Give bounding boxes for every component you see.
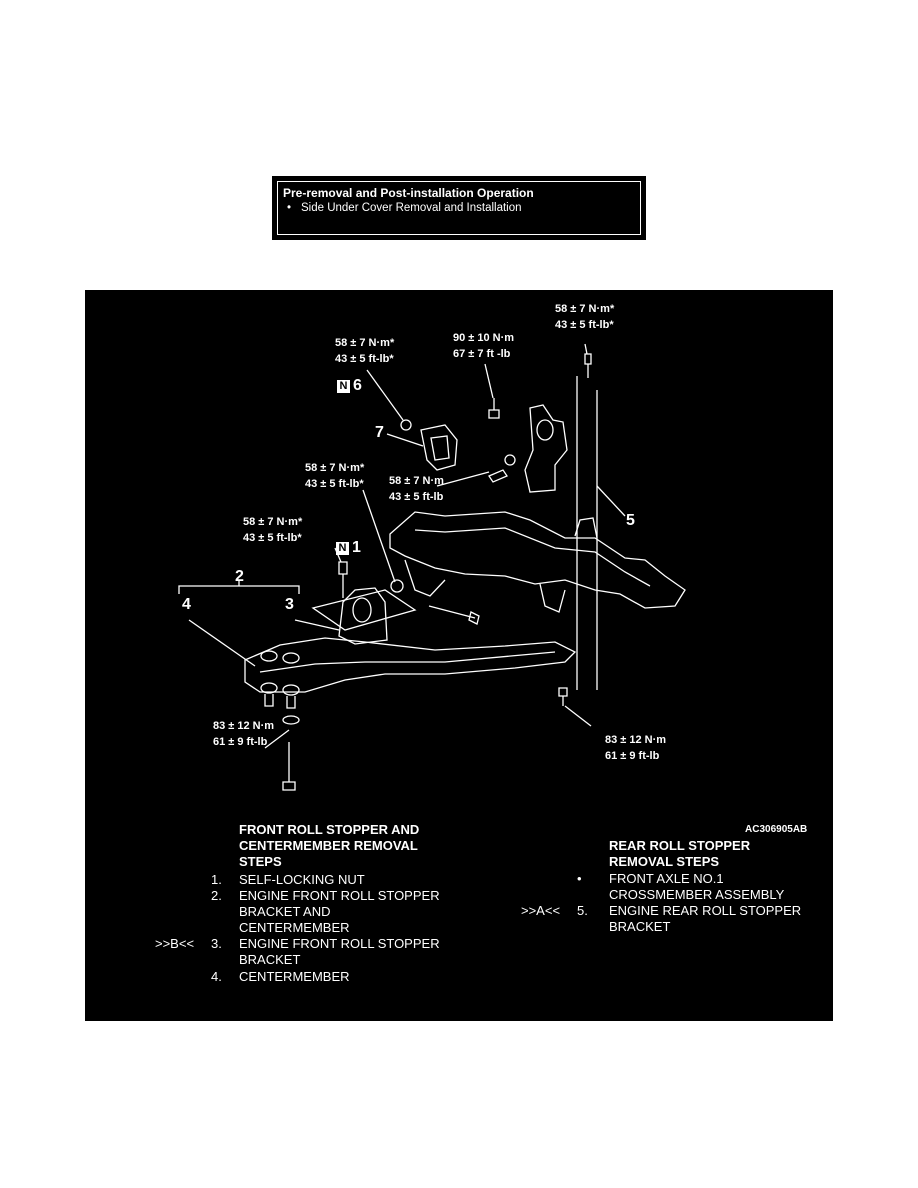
rear-bracket bbox=[524, 404, 568, 493]
leader-3 bbox=[294, 619, 340, 631]
front-long-bolt bbox=[428, 605, 480, 625]
leader-4 bbox=[188, 619, 256, 667]
front-step-1-num: 1. bbox=[211, 872, 222, 887]
rear-step-5-mark: >>A<< bbox=[521, 903, 561, 918]
front-step-1-text: SELF-LOCKING NUT bbox=[239, 872, 365, 887]
leader-t3 bbox=[584, 343, 588, 355]
front-step-3-num: 3. bbox=[211, 936, 222, 951]
bushing-left-top bbox=[260, 650, 278, 662]
n-mark-6: N bbox=[337, 380, 350, 393]
bottom-bolt bbox=[282, 742, 296, 791]
bushing-left-bottom bbox=[260, 682, 278, 707]
figure-code: AC306905AB bbox=[745, 824, 808, 835]
leader-7 bbox=[386, 433, 424, 447]
callout-4: 4 bbox=[182, 596, 191, 613]
rear-bracket-hole bbox=[536, 419, 554, 441]
rear-vertical-axis bbox=[576, 376, 598, 690]
crossmember-rear-mount bbox=[574, 517, 598, 539]
n-mark-1: N bbox=[336, 542, 349, 555]
bolt-90nm bbox=[488, 398, 500, 419]
crossmember-mount-left bbox=[404, 559, 446, 597]
bushing-right-top bbox=[282, 652, 300, 664]
torque-label-6: 58 ± 7 N·m*43 ± 5 ft-lb* bbox=[243, 516, 303, 544]
upper-bracket bbox=[420, 424, 458, 471]
note-border bbox=[277, 181, 641, 235]
washer bbox=[282, 715, 300, 725]
nut-6 bbox=[400, 419, 412, 431]
callout-2: 2 bbox=[235, 568, 244, 585]
group-bracket-2 bbox=[178, 580, 300, 594]
leader-t7 bbox=[264, 729, 290, 749]
callout-6: 6 bbox=[353, 377, 362, 394]
crossmember-mount-right bbox=[539, 583, 566, 613]
nut-1 bbox=[390, 579, 404, 593]
front-bracket bbox=[338, 587, 388, 645]
pre-removal-note-box: Pre-removal and Post-installation Operat… bbox=[272, 176, 646, 240]
centermember bbox=[244, 637, 577, 693]
torque-label-3: 58 ± 7 N·m*43 ± 5 ft-lb* bbox=[555, 303, 615, 331]
exploded-view-drawing bbox=[178, 343, 686, 791]
front-step-2-num: 2. bbox=[211, 888, 222, 903]
bolt-58nm bbox=[488, 469, 508, 483]
front-bracket-plane bbox=[311, 589, 417, 631]
note-item-text: Side Under Cover Removal and Installatio… bbox=[301, 202, 522, 214]
callout-5: 5 bbox=[626, 512, 635, 529]
callout-7: 7 bbox=[375, 424, 384, 441]
bolt-1-top bbox=[338, 561, 348, 598]
crossmember-inner bbox=[414, 527, 651, 587]
front-step-4-num: 4. bbox=[211, 969, 222, 984]
torque-label-4: 58 ± 7 N·m*43 ± 5 ft-lb* bbox=[305, 462, 365, 490]
leader-t1 bbox=[366, 369, 404, 421]
rear-step-5-num: 5. bbox=[577, 903, 588, 918]
front-step-4-text: CENTERMEMBER bbox=[239, 969, 350, 984]
bullet-icon: • bbox=[287, 202, 292, 214]
leader-t5 bbox=[436, 471, 490, 487]
rear-bolt-bottom bbox=[558, 687, 568, 706]
rear-step-bullet: • bbox=[577, 871, 582, 886]
torque-label-1: 58 ± 7 N·m*43 ± 5 ft-lb* bbox=[335, 337, 395, 365]
front-bracket-hole bbox=[352, 597, 372, 623]
leader-5 bbox=[596, 485, 626, 517]
leader-t2 bbox=[484, 363, 494, 399]
crossmember-outline bbox=[389, 511, 686, 609]
rear-bolt-top bbox=[584, 353, 592, 378]
centermember-inner bbox=[259, 651, 556, 673]
upper-bracket-face bbox=[430, 435, 450, 461]
callout-3: 3 bbox=[285, 596, 294, 613]
note-item: • Side Under Cover Removal and Installati… bbox=[287, 202, 522, 214]
note-title: Pre-removal and Post-installation Operat… bbox=[283, 186, 534, 200]
leader-t4 bbox=[362, 489, 396, 583]
nut-side bbox=[504, 454, 516, 466]
callout-1: 1 bbox=[352, 539, 361, 556]
front-step-3-mark: >>B<< bbox=[155, 936, 195, 951]
leader-t8 bbox=[564, 705, 592, 727]
bushing-right-bottom bbox=[282, 684, 300, 709]
